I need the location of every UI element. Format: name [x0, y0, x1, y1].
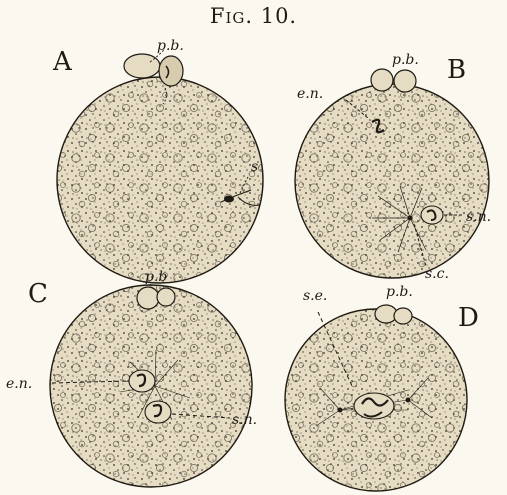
panel-letter-c: C — [28, 279, 48, 309]
polar-body-b1 — [371, 69, 393, 91]
centrosome-d1 — [338, 408, 343, 413]
polar-body-b2 — [394, 70, 416, 92]
panel-letter-d: D — [458, 303, 479, 333]
egg-b-vacuoles — [295, 84, 489, 278]
polar-body-a1 — [124, 54, 160, 78]
polar-body-a2 — [159, 56, 183, 86]
panel-d: D p.b. s.e. — [285, 284, 479, 491]
polar-body-d2 — [394, 308, 412, 324]
label-d-pb: p.b. — [386, 284, 413, 300]
egg-nucleus-c — [129, 370, 155, 392]
egg-a-vacuoles — [57, 77, 263, 283]
label-a-s: s — [251, 159, 258, 175]
label-b-sn: s.n. — [466, 209, 491, 225]
panel-a: A p.b. s — [52, 38, 263, 283]
sperm-nucleus-b — [421, 206, 443, 224]
label-d-se: s.e. — [303, 288, 327, 304]
polar-body-c2 — [157, 288, 175, 306]
sperm-head-a — [224, 196, 234, 203]
label-a-pb: p.b. — [157, 38, 184, 54]
sperm-centrosome-b — [408, 216, 413, 221]
label-b-sc: s.c. — [425, 266, 449, 282]
panel-letter-b: B — [447, 55, 466, 85]
label-c-en: e.n. — [6, 376, 32, 392]
label-c-sn: s.n. — [232, 412, 257, 428]
panel-c: C p.b e.n. s.n. — [6, 269, 257, 487]
polar-body-c1 — [137, 287, 159, 309]
label-c-pb: p.b — [145, 269, 167, 285]
fusion-nucleus-d — [354, 393, 394, 419]
panel-letter-a: A — [52, 47, 73, 77]
centrosome-d2 — [406, 398, 411, 403]
label-b-en: e.n. — [297, 86, 323, 102]
panel-b: B p.b. e.n. s.n. s.c. — [295, 52, 491, 282]
label-b-pb: p.b. — [392, 52, 419, 68]
